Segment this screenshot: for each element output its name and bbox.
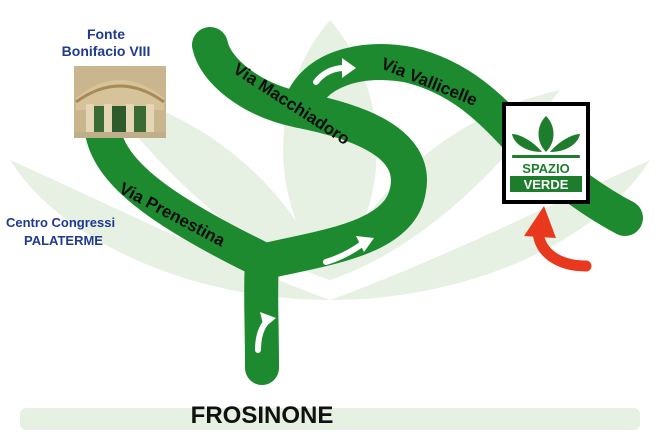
fonte-label-line1: Fonte <box>87 26 125 42</box>
spazio-verde-logo: SPAZIO VERDE <box>502 102 590 204</box>
logo-text-spazio: SPAZIO <box>522 161 569 176</box>
white-curved-arrow-icon <box>255 312 276 353</box>
frosinone-label: FROSINONE <box>191 402 334 429</box>
direction-arrows <box>255 58 374 353</box>
congress-label-line1: Centro Congressi <box>6 215 115 230</box>
place-labels: Fonte Bonifacio VIII Centro Congressi PA… <box>6 26 333 429</box>
fonte-label-line2: Bonifacio VIII <box>62 43 151 59</box>
logo-text-verde: VERDE <box>524 177 569 192</box>
congress-label-line2: PALATERME <box>24 233 103 248</box>
white-curved-arrow-icon <box>323 236 374 265</box>
red-curved-arrow-icon <box>524 206 592 272</box>
white-curved-arrow-icon <box>313 58 356 85</box>
leaf-logo-icon <box>512 116 580 158</box>
road-via-macchiadoro <box>192 27 427 280</box>
fonte-bonifacio-image <box>74 66 166 138</box>
